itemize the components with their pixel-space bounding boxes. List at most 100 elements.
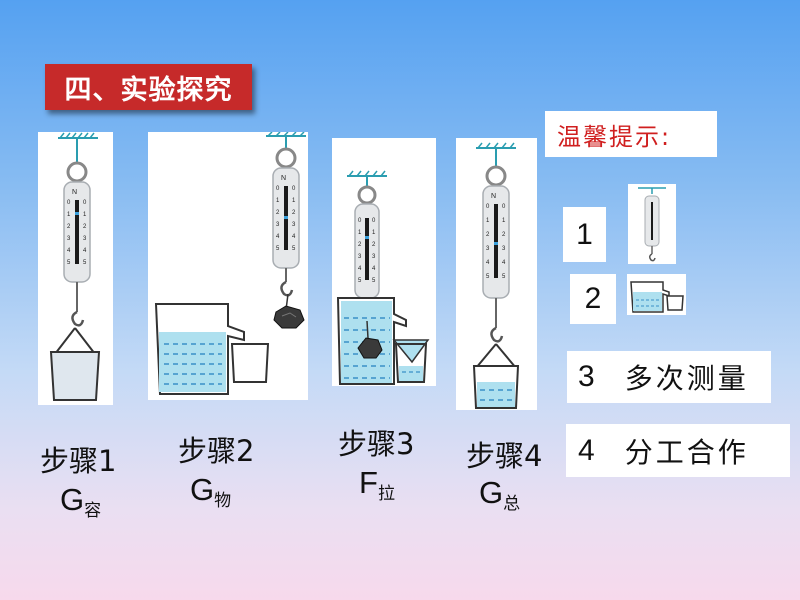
svg-text:3: 3	[276, 222, 280, 228]
ceiling-mount-icon	[266, 132, 306, 150]
tip-text: 分工合作	[624, 435, 749, 469]
step3-symbol: F拉	[359, 465, 395, 504]
svg-text:2: 2	[292, 210, 296, 216]
svg-text:5: 5	[502, 274, 506, 280]
small-container-icon	[230, 343, 270, 383]
step1-symbol: G容	[60, 482, 102, 521]
hint-title: 温馨提示:	[545, 111, 717, 157]
svg-text:4: 4	[276, 234, 280, 240]
tip-1-scale-figure	[628, 184, 676, 264]
svg-text:4: 4	[292, 234, 296, 240]
container-with-water-icon	[472, 343, 520, 409]
svg-text:1: 1	[358, 230, 362, 236]
tip-2: 2	[570, 274, 616, 324]
tip-3: 3 多次测量	[567, 351, 771, 403]
step4-subscript: 总	[503, 494, 521, 514]
small-container-icon	[394, 343, 428, 383]
step1-figure: N 0 0 1 1 2 2 3 3 4 4 5 5	[38, 132, 113, 405]
svg-text:N: N	[72, 189, 77, 196]
svg-text:1: 1	[372, 230, 376, 236]
step2-label: 步骤2	[178, 434, 255, 468]
svg-text:1: 1	[276, 198, 280, 204]
spring-scale-icon: 0 0 1 1 2 2 3 3 4 4 5 5	[354, 185, 380, 324]
ceiling-mount-icon	[347, 170, 387, 188]
step2-figure: N 0 0 1 1 2 2 3 3 4 4 5 5	[148, 132, 308, 400]
svg-text:3: 3	[486, 246, 490, 252]
svg-text:3: 3	[83, 236, 87, 242]
step4-figure: N 0 0 1 1 2 2 3 3 4 4 5 5	[456, 138, 537, 410]
overflow-beaker-icon	[154, 303, 245, 395]
svg-text:5: 5	[358, 278, 362, 284]
rock-icon	[357, 320, 383, 359]
svg-text:1: 1	[67, 212, 71, 218]
svg-text:2: 2	[83, 224, 87, 230]
svg-text:2: 2	[67, 224, 71, 230]
step1-subscript: 容	[84, 501, 102, 521]
ceiling-mount-icon	[58, 132, 98, 164]
step2-subscript: 物	[214, 491, 232, 511]
svg-text:1: 1	[83, 212, 87, 218]
step3-figure: 0 0 1 1 2 2 3 3 4 4 5 5	[332, 138, 436, 386]
step3-label: 步骤3	[338, 427, 415, 461]
svg-text:3: 3	[67, 236, 71, 242]
svg-text:2: 2	[358, 242, 362, 248]
svg-text:0: 0	[358, 218, 362, 224]
rock-icon	[273, 293, 305, 329]
spring-scale-icon	[638, 187, 666, 262]
svg-text:1: 1	[502, 218, 506, 224]
svg-text:0: 0	[502, 204, 506, 210]
svg-text:0: 0	[292, 186, 296, 192]
svg-text:5: 5	[83, 260, 87, 266]
svg-text:3: 3	[502, 246, 506, 252]
svg-text:0: 0	[276, 186, 280, 192]
svg-text:N: N	[281, 175, 286, 182]
svg-text:0: 0	[486, 204, 490, 210]
svg-text:2: 2	[486, 232, 490, 238]
svg-text:5: 5	[486, 274, 490, 280]
tip-number: 2	[584, 282, 602, 315]
tip-number: 3	[578, 360, 595, 393]
container-icon	[49, 327, 101, 401]
svg-text:0: 0	[67, 200, 71, 206]
svg-text:3: 3	[372, 254, 376, 260]
step1-label: 步骤1	[40, 444, 117, 478]
step4-label: 步骤4	[466, 439, 543, 473]
overflow-beaker-icon	[630, 281, 670, 313]
funnel-icon	[392, 339, 430, 364]
svg-text:1: 1	[292, 198, 296, 204]
svg-text:5: 5	[372, 278, 376, 284]
svg-text:3: 3	[358, 254, 362, 260]
svg-text:1: 1	[486, 218, 490, 224]
svg-text:4: 4	[358, 266, 362, 272]
svg-text:3: 3	[292, 222, 296, 228]
svg-text:5: 5	[67, 260, 71, 266]
small-container-icon	[666, 295, 684, 311]
spring-scale-icon: N 0 0 1 1 2 2 3 3 4 4 5 5	[272, 147, 300, 297]
tip-text: 多次测量	[624, 362, 749, 395]
svg-text:2: 2	[502, 232, 506, 238]
svg-text:4: 4	[502, 260, 506, 266]
svg-text:4: 4	[67, 248, 71, 254]
svg-text:2: 2	[372, 242, 376, 248]
section-title: 四、实验探究	[45, 64, 252, 110]
svg-text:4: 4	[486, 260, 490, 266]
step3-subscript: 拉	[377, 484, 395, 504]
tip-1: 1	[563, 207, 606, 262]
tip-2-beaker-figure	[627, 274, 686, 315]
svg-text:2: 2	[276, 210, 280, 216]
step4-symbol: G总	[479, 475, 521, 514]
tip-number: 4	[578, 433, 595, 467]
svg-text:N: N	[491, 193, 496, 200]
svg-text:5: 5	[292, 246, 296, 252]
spring-scale-icon: N 0 0 1 1 2 2 3 3 4 4 5 5	[482, 165, 510, 343]
svg-text:5: 5	[276, 246, 280, 252]
svg-text:4: 4	[372, 266, 376, 272]
ceiling-mount-icon	[476, 142, 516, 168]
spring-scale-icon: N 0 0 1 1 2 2 3 3 4 4 5 5	[63, 161, 91, 327]
tip-number: 1	[576, 217, 593, 251]
step2-symbol: G物	[190, 472, 232, 511]
tip-4: 4 分工合作	[566, 424, 790, 477]
svg-text:0: 0	[83, 200, 87, 206]
svg-text:0: 0	[372, 218, 376, 224]
svg-text:4: 4	[83, 248, 87, 254]
